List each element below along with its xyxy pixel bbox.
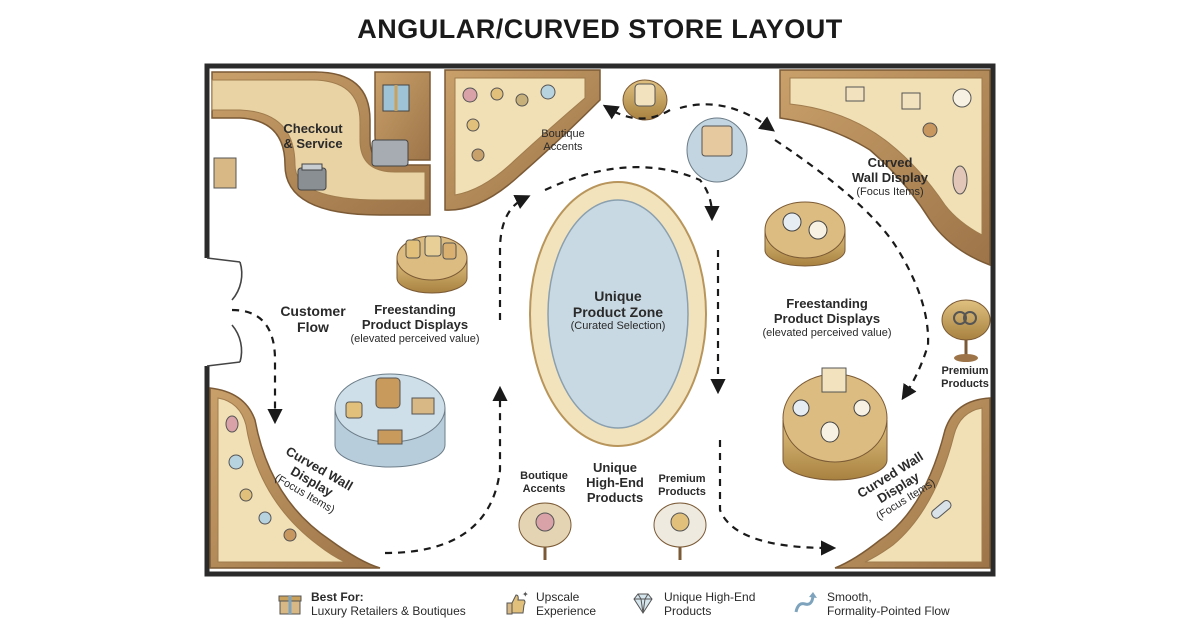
freestanding-gold-display-right[interactable] — [782, 367, 888, 481]
perfume-bottle-icon — [405, 239, 421, 259]
watch-icon — [808, 220, 828, 240]
perfume-bottle-icon — [258, 511, 272, 525]
page-title: ANGULAR/CURVED STORE LAYOUT — [357, 14, 843, 44]
rings-icon — [953, 311, 967, 325]
watch-icon — [792, 399, 810, 417]
pocket-watch-icon — [952, 88, 972, 108]
checkout-counter[interactable] — [211, 71, 431, 216]
bust-display-icon — [952, 165, 968, 195]
perfume-bottle-icon — [634, 83, 656, 107]
ring-box-icon — [411, 397, 435, 415]
curved-wall-display-top-right[interactable] — [779, 69, 991, 267]
customer-flow-path — [231, 103, 930, 556]
curved-wall-display-bottom-right[interactable] — [834, 397, 991, 569]
checkout-label: Checkout& Service — [283, 121, 343, 151]
necklace-icon — [820, 421, 840, 443]
watch-icon — [853, 399, 871, 417]
watch-icon — [670, 512, 690, 532]
legend-item-flow: Smooth,Formality-Pointed Flow — [793, 590, 950, 619]
store-walls — [204, 63, 996, 577]
card-box-icon — [377, 429, 403, 445]
perfume-bottle-icon — [462, 87, 478, 103]
perfume-bottle-icon — [228, 454, 244, 470]
watch-icon — [782, 212, 802, 232]
perfume-bottle-icon — [471, 148, 485, 162]
bracelet-icon — [931, 500, 952, 519]
legend-item-best-for: Best For:Luxury Retailers & Boutiques — [277, 590, 466, 619]
premium-pedestal-right[interactable] — [941, 299, 991, 362]
unique-product-zone[interactable] — [529, 181, 707, 447]
entrance-door[interactable] — [206, 257, 243, 367]
curved-arrow-icon — [794, 592, 817, 613]
perfume-bottle-icon — [442, 242, 457, 260]
perfume-bottle-icon — [490, 87, 504, 101]
bracelet-icon — [283, 528, 297, 542]
boutique-accents-counter[interactable] — [444, 69, 601, 211]
ring-icon — [535, 512, 555, 532]
perfume-bottle-icon — [345, 401, 363, 419]
jewelry-bust-icon — [375, 377, 401, 409]
ring-box-icon — [701, 125, 733, 157]
perfume-bottle-icon — [540, 84, 556, 100]
boutique-pedestal-bottom[interactable] — [518, 502, 572, 560]
necklace-box-icon — [901, 92, 921, 110]
bracelet-icon — [922, 122, 938, 138]
curved-wall-display-bottom-left[interactable] — [209, 387, 381, 569]
shopping-bag-icon — [213, 157, 237, 189]
diamond-icon — [633, 593, 653, 614]
perfume-bottle-icon — [225, 415, 239, 433]
round-pedestal-top[interactable] — [622, 79, 668, 121]
cash-register-icon — [297, 167, 327, 191]
thumbs-up-sparkle-icon: ✦ — [506, 590, 528, 615]
perfume-bottle-icon — [424, 235, 442, 257]
perfume-bottle-icon — [466, 118, 480, 132]
svg-text:✦: ✦ — [522, 590, 528, 599]
perfume-bottle-icon — [515, 93, 529, 107]
perfume-bottle-icon — [239, 488, 253, 502]
necklace-box-icon — [821, 367, 847, 393]
glass-display-ring[interactable] — [686, 117, 748, 183]
freestanding-display-right[interactable] — [764, 201, 846, 267]
jewelry-box-icon — [845, 86, 865, 102]
freestanding-display-left[interactable] — [396, 235, 468, 294]
premium-pedestal-bottom[interactable] — [653, 502, 707, 560]
glass-display-left[interactable] — [334, 373, 446, 468]
gift-icon — [278, 595, 302, 615]
bag-basket-icon — [371, 139, 409, 167]
